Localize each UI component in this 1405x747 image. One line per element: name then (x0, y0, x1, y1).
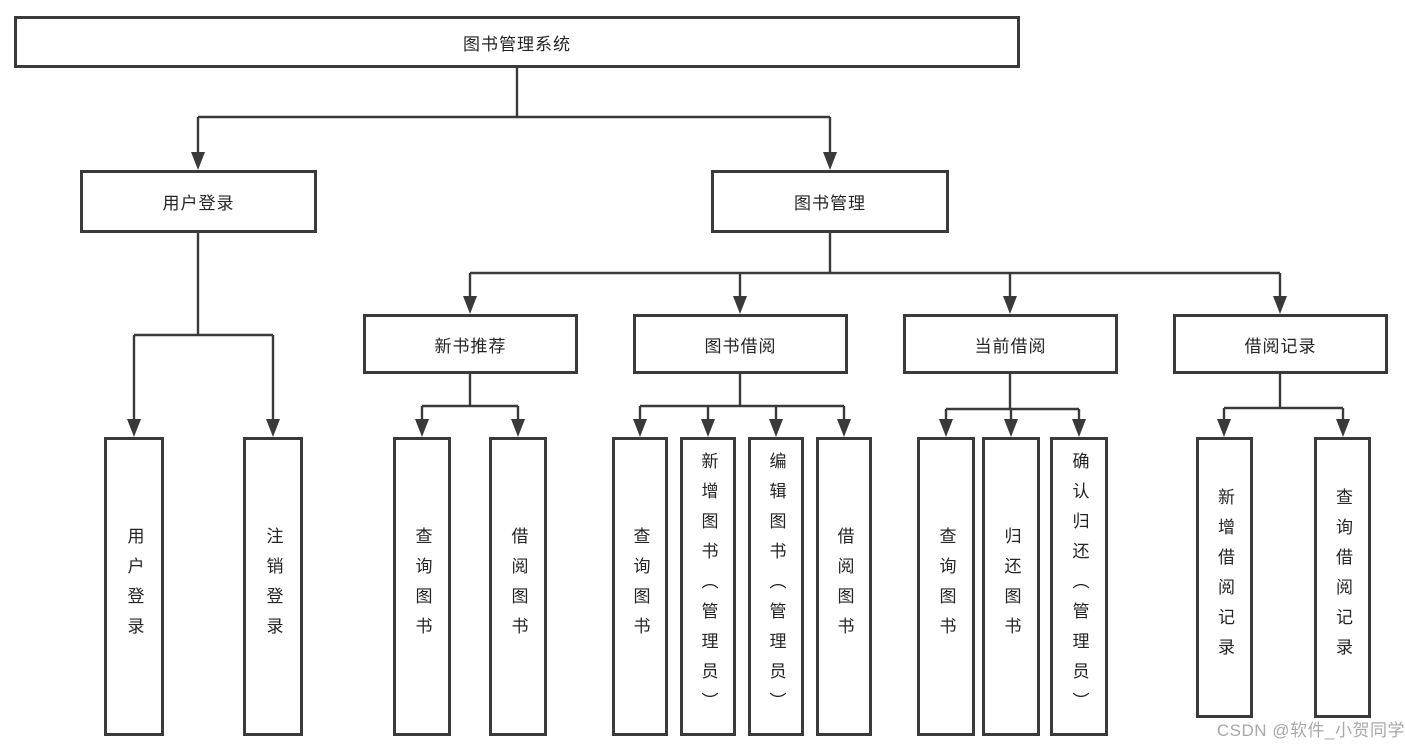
leaf-confirm-return-admin-label: 确认归还（管理员） (1069, 451, 1089, 722)
leaf-return-book: 归还图书 (982, 437, 1040, 736)
csdn-watermark: CSDN @软件_小贺同学 (1216, 721, 1405, 740)
leaf-logout-label: 注销登录 (263, 526, 283, 647)
node-borrow-records: 借阅记录 (1173, 314, 1388, 374)
leaf-logout: 注销登录 (243, 437, 303, 736)
node-book-management-label: 图书管理 (794, 194, 866, 213)
leaf-query-books-borrow: 查询图书 (612, 437, 668, 736)
connector-records-to-leaves (1222, 374, 1345, 420)
leaf-add-borrow-record-label: 新增借阅记录 (1215, 487, 1234, 668)
leaf-query-books-recommend: 查询图书 (393, 437, 451, 736)
leaf-query-borrow-record-label: 查询借阅记录 (1333, 487, 1352, 668)
leaf-borrow-books-recommend: 借阅图书 (489, 437, 547, 736)
connector-borrow-to-leaves (638, 374, 846, 420)
node-book-borrow-label: 图书借阅 (704, 336, 777, 356)
node-book-management: 图书管理 (711, 170, 949, 233)
leaf-edit-book-admin: 编辑图书（管理员） (748, 437, 804, 736)
leaf-query-books-current-label: 查询图书 (936, 526, 956, 647)
leaf-add-book-admin-label: 新增图书（管理员） (698, 451, 718, 722)
leaf-user-login: 用户登录 (104, 437, 164, 736)
leaf-query-books-recommend-label: 查询图书 (412, 526, 432, 647)
node-current-borrow: 当前借阅 (903, 314, 1118, 374)
leaf-query-borrow-record: 查询借阅记录 (1314, 437, 1371, 718)
leaf-add-book-admin: 新增图书（管理员） (680, 437, 736, 736)
leaf-query-books-current: 查询图书 (917, 437, 975, 736)
leaf-confirm-return-admin: 确认归还（管理员） (1050, 437, 1108, 736)
connector-userlogin-to-leaves (132, 233, 275, 420)
node-root: 图书管理系统 (14, 16, 1020, 68)
node-root-label: 图书管理系统 (463, 34, 571, 54)
leaf-user-login-label: 用户登录 (124, 526, 144, 647)
node-borrow-records-label: 借阅记录 (1244, 336, 1317, 356)
node-user-login-label: 用户登录 (162, 194, 235, 213)
leaf-query-books-borrow-label: 查询图书 (630, 526, 650, 647)
connector-bookmgmt-to-sections (468, 233, 1282, 297)
node-new-book-recommend: 新书推荐 (363, 314, 578, 374)
connector-recommend-to-leaves (420, 374, 520, 420)
connector-root-to-level2 (196, 68, 832, 153)
leaf-edit-book-admin-label: 编辑图书（管理员） (766, 451, 786, 722)
node-user-login: 用户登录 (80, 170, 317, 233)
leaf-add-borrow-record: 新增借阅记录 (1196, 437, 1253, 718)
leaf-borrow-books-recommend-label: 借阅图书 (508, 526, 528, 647)
leaf-borrow-books-label: 借阅图书 (834, 526, 854, 647)
node-current-borrow-label: 当前借阅 (974, 336, 1047, 356)
node-book-borrow: 图书借阅 (633, 314, 848, 374)
leaf-borrow-books: 借阅图书 (816, 437, 872, 736)
connector-current-to-leaves (944, 374, 1081, 420)
leaf-return-book-label: 归还图书 (1001, 526, 1021, 647)
node-new-book-recommend-label: 新书推荐 (434, 336, 507, 356)
